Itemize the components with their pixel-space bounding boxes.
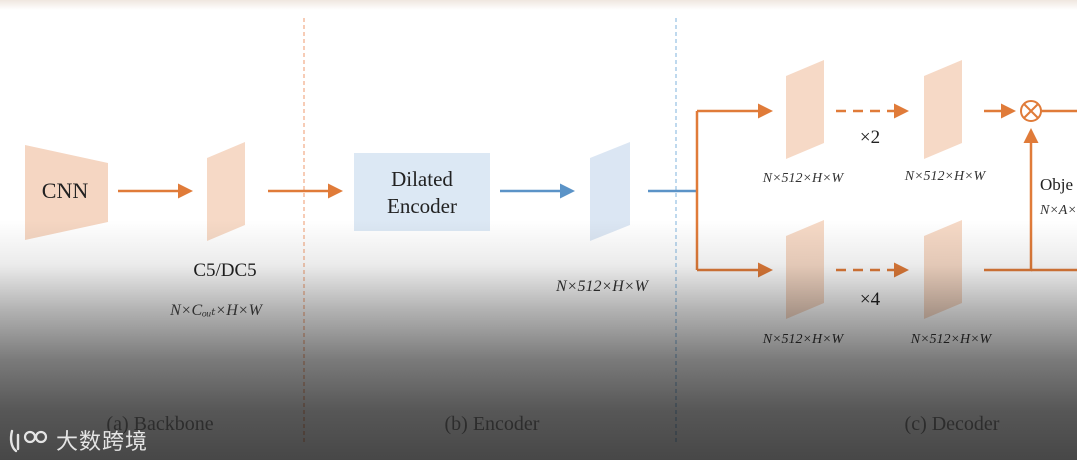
bottom-repeat-label: ×4 <box>860 289 881 310</box>
top-out-shape-label: N×512×H×W <box>904 169 987 184</box>
decoder-bottom-in-feature <box>786 220 824 319</box>
decoder-top-in-feature <box>786 60 824 159</box>
bottom-to-multiply-line <box>984 128 1039 272</box>
top-repeat-label: ×2 <box>860 127 880 148</box>
dilated-encoder-label-line2: Encoder <box>387 194 457 218</box>
watermark-logo-icon <box>9 429 48 453</box>
decoder-bottom-out-feature <box>924 220 962 319</box>
object-shape-label: N×A× <box>1039 203 1077 218</box>
backbone-shape-label: N×Cₒᵤₜ×H×W <box>169 302 263 319</box>
top-edge-tint <box>0 0 1077 10</box>
watermark: 大数跨境 <box>8 422 148 458</box>
dilated-encoder-label-line1: Dilated <box>391 167 453 191</box>
cnn-label: CNN <box>42 178 89 203</box>
object-label: Obje <box>1040 175 1073 194</box>
encoder-feature-map <box>590 142 630 241</box>
watermark-text: 大数跨境 <box>56 430 149 455</box>
c5-feature-map <box>207 142 245 241</box>
c5-label: C5/DC5 <box>193 260 256 281</box>
encoder-shape-label: N×512×H×W <box>555 278 650 295</box>
decoder-top-out-feature <box>924 60 962 159</box>
bottom-out-shape-label: N×512×H×W <box>910 332 993 347</box>
section-caption-decoder: (c) Decoder <box>905 413 1000 435</box>
top-in-shape-label: N×512×H×W <box>762 171 845 186</box>
section-caption-encoder: (b) Encoder <box>445 413 540 435</box>
bottom-in-shape-label: N×512×H×W <box>762 332 845 347</box>
dilated-encoder-block <box>354 153 490 231</box>
